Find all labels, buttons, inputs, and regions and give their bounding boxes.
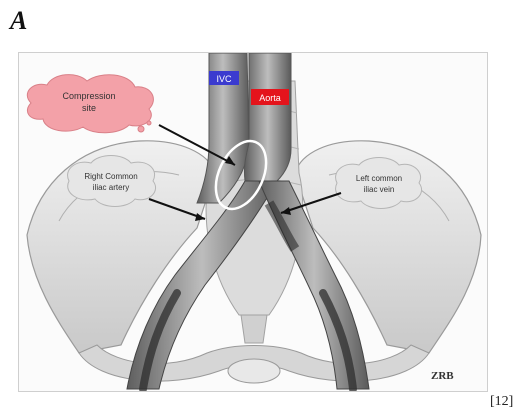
panel-letter: A: [10, 6, 27, 36]
left-iliac-vein-callout: Left common iliac vein: [336, 158, 422, 209]
citation-reference: [12]: [490, 394, 513, 410]
compression-label-line2: site: [82, 103, 96, 113]
ivc-label: IVC: [216, 74, 232, 84]
right-iliac-label-line2: iliac artery: [93, 183, 129, 192]
right-iliac-label-line1: Right Common: [84, 172, 137, 181]
right-iliac-artery-callout: Right Common iliac artery: [68, 156, 156, 207]
left-iliac-label-line2: iliac vein: [364, 185, 395, 194]
aorta-vessel: [244, 53, 291, 181]
artist-signature: ZRB: [431, 370, 454, 382]
pelvis-diagram: IVC Aorta Compression site Right Common …: [19, 53, 487, 391]
left-iliac-label-line1: Left common: [356, 174, 402, 183]
compression-label-line1: Compression: [62, 91, 115, 101]
anatomy-figure: IVC Aorta Compression site Right Common …: [18, 52, 488, 392]
aorta-label: Aorta: [259, 93, 281, 103]
coccyx: [241, 315, 267, 343]
